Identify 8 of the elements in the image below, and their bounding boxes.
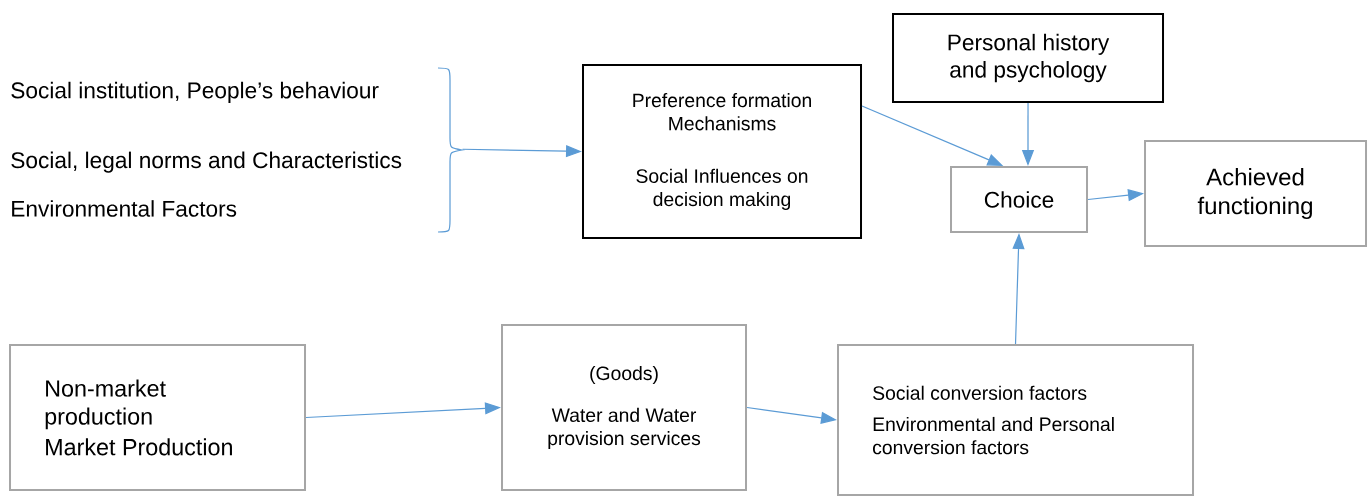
process-box: Social conversion factors Environmental and Personal conversion factors: [837, 344, 1194, 496]
process-box: Achieved functioning: [1144, 140, 1367, 247]
process-box: Preference formation Mechanisms Social Influences on decision making: [582, 64, 862, 239]
factor-list: Social institution, People’s behaviour Social, legal norms and Characteristics Environmental Factors: [11, 81, 402, 217]
process-box: Personal history and psychology: [892, 13, 1164, 103]
process-box: Choice: [950, 166, 1088, 233]
process-box: Non-market production Market Production: [9, 344, 306, 491]
process-box: (Goods) Water and Water provision services: [501, 324, 747, 491]
